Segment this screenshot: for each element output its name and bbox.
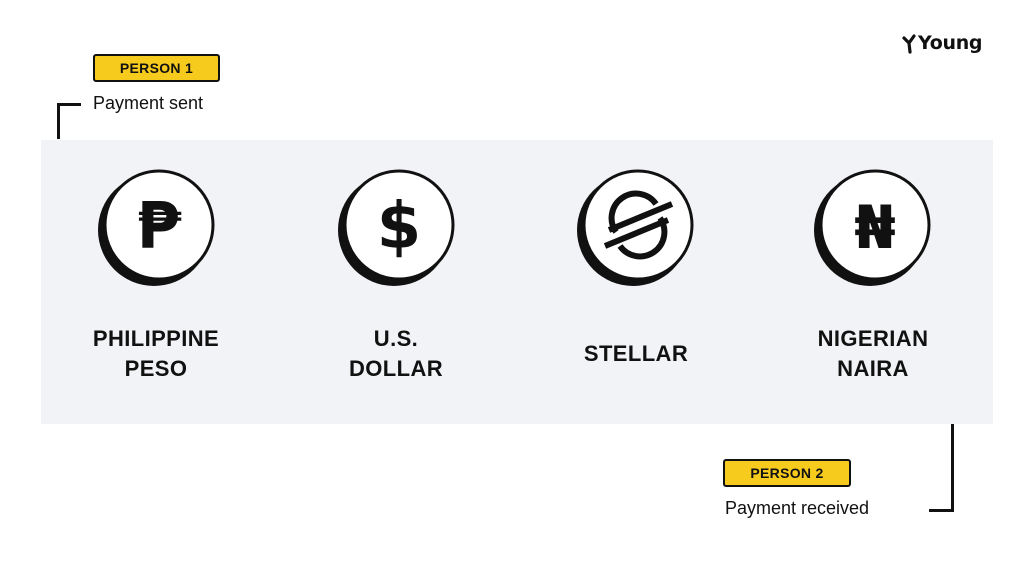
stellar-label: STELLAR [583, 341, 689, 366]
svg-text:₦: ₦ [854, 193, 896, 263]
person-1-connector [57, 103, 81, 139]
brand-logo: Young [902, 30, 983, 56]
person-2-connector [929, 424, 954, 512]
dollar-sign-icon: $ [338, 169, 455, 286]
payment-sent-note: Payment sent [93, 93, 204, 113]
brand-name: Young [918, 32, 983, 54]
svg-text:$: $ [377, 190, 422, 264]
check-mark-icon [902, 34, 916, 54]
us-dollar-label: U.S.DOLLAR [348, 326, 444, 381]
peso-sign-icon: ₱ [98, 169, 215, 286]
person-2-tag: PERSON 2 [723, 459, 851, 487]
stellar-logo-icon [577, 169, 694, 286]
naira-sign-icon: ₦ [814, 169, 931, 286]
svg-text:₱: ₱ [137, 190, 182, 264]
payment-received-note: Payment received [725, 498, 870, 518]
person-1-tag: PERSON 1 [93, 54, 220, 82]
